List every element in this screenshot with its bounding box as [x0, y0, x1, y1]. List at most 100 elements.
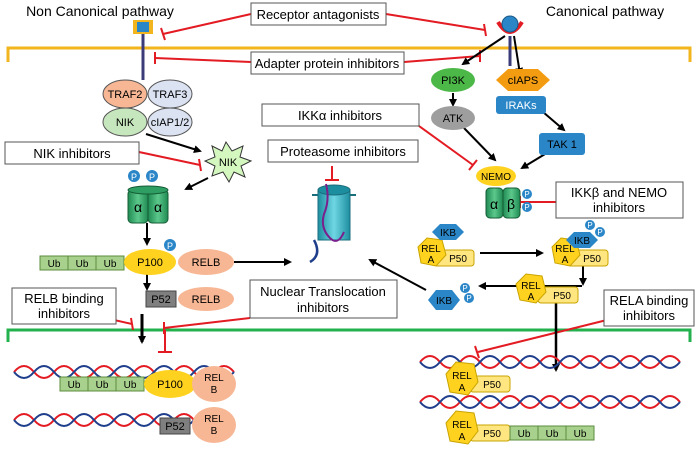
svg-text:inhibitors: inhibitors: [623, 308, 676, 323]
svg-text:P52: P52: [165, 421, 185, 433]
nuclear-ub-chain-right: Ub Ub Ub: [509, 425, 595, 441]
svg-text:Receptor antagonists: Receptor antagonists: [257, 7, 380, 22]
svg-text:Proteasome inhibitors: Proteasome inhibitors: [280, 144, 406, 159]
non-canonical-title: Non Canonical pathway: [26, 3, 174, 19]
nuclear-rela-p50-upper: P50 REL A: [445, 361, 511, 396]
svg-text:Ub: Ub: [104, 259, 117, 270]
svg-text:IKB: IKB: [574, 236, 590, 247]
canonical-receptor: [496, 15, 524, 66]
svg-text:A: A: [528, 292, 535, 303]
p52-protein: P52: [145, 290, 177, 308]
svg-text:ATK: ATK: [443, 113, 464, 125]
nik-star: NIK: [203, 140, 253, 184]
rela-binding-inhibitors-box: RELA binding inhibitors: [603, 289, 695, 327]
svg-text:Adapter protein inhibitors: Adapter protein inhibitors: [255, 56, 400, 71]
svg-text:α: α: [490, 196, 498, 212]
non-canonical-receptor: [133, 20, 153, 80]
svg-text:inhibitors: inhibitors: [297, 300, 350, 315]
svg-text:P: P: [149, 172, 155, 182]
svg-text:REL: REL: [452, 371, 472, 382]
nuclear-p100: P100: [144, 370, 196, 398]
proteasome-inhibitors-box: Proteasome inhibitors: [267, 139, 419, 163]
svg-text:A: A: [428, 255, 435, 266]
relb-p52-protein: RELB: [178, 287, 234, 311]
iraks-protein: IRAKs: [496, 96, 546, 114]
svg-text:P: P: [131, 172, 137, 182]
svg-text:IKKα inhibitors: IKKα inhibitors: [298, 108, 383, 123]
svg-text:Ub: Ub: [76, 259, 89, 270]
svg-text:P100: P100: [157, 379, 183, 391]
svg-text:NEMO: NEMO: [481, 172, 511, 183]
proteasome: [309, 183, 356, 264]
svg-text:inhibitors: inhibitors: [38, 306, 91, 321]
svg-text:Ub: Ub: [518, 429, 531, 440]
svg-text:P52: P52: [151, 294, 171, 306]
svg-text:A: A: [459, 383, 466, 394]
svg-text:IRAKs: IRAKs: [505, 100, 537, 112]
svg-text:Ub: Ub: [124, 380, 137, 391]
svg-text:Ub: Ub: [574, 429, 587, 440]
membrane-bracket: [6, 46, 692, 62]
svg-text:P: P: [587, 221, 592, 230]
ikkb-nemo-inhibitors-box: IKKβ and NEMO inhibitors: [555, 181, 684, 219]
svg-text:cIAP1/2: cIAP1/2: [151, 117, 190, 129]
ciaps-protein: cIAPS: [496, 69, 550, 91]
svg-text:Ub: Ub: [96, 380, 109, 391]
ikb-free: IKB P P: [428, 283, 474, 310]
svg-text:RELA binding: RELA binding: [610, 293, 689, 308]
nuclear-relb-upper: REL B: [192, 366, 236, 402]
svg-text:P50: P50: [483, 429, 501, 440]
svg-text:PI3K: PI3K: [441, 75, 466, 87]
ikka-inhibitors-box: IKKα inhibitors: [261, 103, 420, 127]
svg-text:Ub: Ub: [48, 259, 61, 270]
svg-text:Ub: Ub: [68, 380, 81, 391]
svg-text:P: P: [167, 241, 173, 251]
svg-text:P50: P50: [449, 254, 467, 265]
atk-protein: ATK: [431, 106, 475, 130]
svg-text:REL: REL: [204, 414, 224, 425]
svg-text:REL: REL: [521, 281, 541, 292]
receptor-antagonists-box: Receptor antagonists: [250, 2, 387, 26]
svg-text:P50: P50: [553, 291, 571, 302]
svg-text:REL: REL: [421, 244, 441, 255]
svg-text:α: α: [154, 199, 162, 215]
nik-inhibitors-box: NIK inhibitors: [4, 141, 140, 165]
relb-binding-inhibitors-box: RELB binding inhibitors: [11, 287, 117, 325]
ub-chain-p100: Ub Ub Ub: [39, 255, 125, 271]
nuclear-p52: P52: [159, 417, 191, 435]
svg-text:REL: REL: [555, 244, 575, 255]
svg-text:REL: REL: [204, 373, 224, 384]
pi3k-protein: PI3K: [431, 68, 475, 92]
svg-text:NIK: NIK: [116, 117, 135, 129]
svg-text:IKB: IKB: [436, 296, 452, 307]
canonical-title: Canonical pathway: [546, 3, 664, 19]
svg-text:Ub: Ub: [546, 429, 559, 440]
svg-text:β: β: [507, 196, 515, 212]
ikb-rela-p50-complex-right: P50 REL A IKB P P: [551, 220, 609, 267]
svg-text:REL: REL: [452, 420, 472, 431]
nuclear-relb-lower: REL B: [192, 407, 236, 443]
svg-text:TRAF2: TRAF2: [108, 89, 143, 101]
svg-text:P: P: [524, 190, 529, 199]
adapter-protein-inhibitors-box: Adapter protein inhibitors: [250, 51, 405, 75]
svg-text:B: B: [211, 385, 218, 396]
svg-text:inhibitors: inhibitors: [593, 200, 646, 215]
svg-text:TAK 1: TAK 1: [547, 139, 577, 151]
svg-text:RELB binding: RELB binding: [24, 291, 104, 306]
svg-text:P: P: [466, 294, 471, 303]
nuclear-translocation-inhibitors-box: Nuclear Translocation inhibitors: [249, 279, 398, 319]
nemo-ikk-complex: NEMO α β P P: [476, 166, 532, 219]
tak1-protein: TAK 1: [539, 133, 585, 155]
ikb-rela-p50-complex-left: P50 REL A IKB: [417, 224, 475, 267]
svg-text:A: A: [562, 255, 569, 266]
svg-text:P100: P100: [137, 257, 163, 269]
ikk-alpha-dimer: α α P P: [127, 170, 169, 224]
nucleus-bracket: [6, 328, 692, 342]
svg-text:RELB: RELB: [192, 257, 221, 269]
rela-p50-free: P50 REL A: [515, 273, 579, 304]
relb-protein: RELB: [178, 249, 234, 275]
svg-text:IKKβ and NEMO: IKKβ and NEMO: [571, 185, 667, 200]
svg-text:P: P: [524, 203, 529, 212]
svg-text:B: B: [211, 426, 218, 437]
